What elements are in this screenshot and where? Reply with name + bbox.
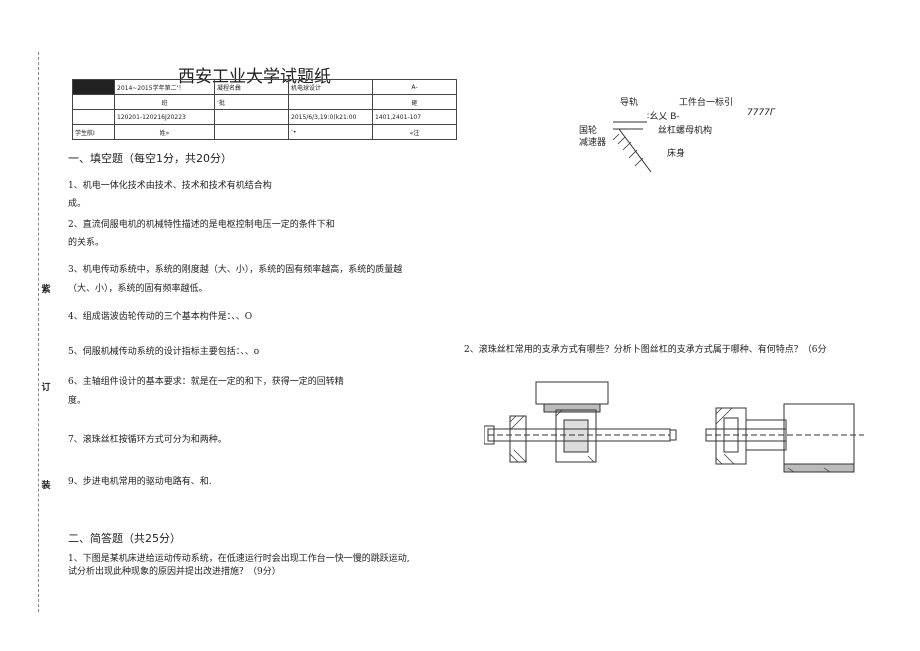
question-2-line1: 2、直流伺服电机的机械特性描述的是电枢控制电压一定的条件下和 [68, 220, 335, 230]
binding-mark-bind: 装 [41, 481, 51, 491]
header-cell [72, 94, 115, 110]
header-paper: A- [372, 79, 457, 95]
header-classes: 120201-120216J20223 [114, 109, 215, 125]
feed-system-lines [612, 121, 652, 173]
header-cell [288, 94, 373, 110]
ball-screw-drawings [484, 381, 864, 473]
header-dot: ʼ• [288, 124, 373, 140]
bed-slope-line [618, 128, 652, 173]
label-reducer: 减速器 [579, 138, 607, 148]
header-name-label: 姓» [114, 124, 215, 140]
header-student-no: 学生航Ⅰ [72, 124, 115, 140]
header-cell [72, 109, 115, 125]
feed-system-diagram: 导轨 工件台一标引 7777Γ ∶幺乂 B- 国轮 减速器 丝杠螺母机构 床身 [575, 92, 795, 180]
header-cell [214, 109, 289, 125]
question-3-line2: （大、小），系统的固有频率越低。 [68, 284, 208, 294]
question-7: 7、滚珠丝杠按循环方式可分为和两种。 [68, 435, 227, 445]
label-guide: 导轨 [620, 98, 639, 108]
section1-heading: 一、填空题（每空1分，共20分） [68, 152, 232, 165]
question-1-line2: 成。 [68, 199, 87, 209]
question-9: 9、步进电机常用的驱动电路有、和. [68, 477, 212, 487]
binding-mark-order: 订 [41, 383, 51, 393]
short-question-2: 2、滚珠丝杠常用的支承方式有哪些？分析卜图丝杠的支承方式属于哪种、有何特点？（6… [464, 345, 827, 355]
header-class-label: 班 [114, 94, 215, 110]
question-4: 4、组成谐波齿轮传动的三个基本构件是：、、O [68, 312, 253, 322]
header-term: 2014~2015学年第二ʼ！ [114, 79, 215, 95]
label-table: 工件台一标引 [679, 98, 734, 108]
header-time: 2015/6/3,19:0(k21:00 [288, 109, 373, 125]
header-room-label: 砸 [372, 94, 457, 110]
question-6-line1: 6、主轴组件设计的基本要求：就是在一定的和下，获得一定的回转精 [68, 377, 344, 387]
binding-mark-seal: 紫 [41, 285, 51, 295]
left-screw-assembly [484, 381, 677, 463]
section2-heading: 二、简答题（共25分） [68, 532, 181, 545]
question-6-line2: 度。 [68, 396, 87, 406]
exam-info-table: 2014~2015学年第二ʼ！ 凝程名彝 机电球设计 A- 班 ʼ批 砸 120… [72, 79, 457, 140]
binding-line [38, 52, 39, 612]
header-note: «注 [372, 124, 457, 140]
header-black-cell [72, 79, 115, 95]
label-screw: 丝杠螺母机构 [658, 126, 713, 136]
question-5: 5、伺服机械传动系统的设计指标主要包括：、、o [68, 347, 260, 357]
header-cell [214, 124, 289, 140]
label-gear: 国轮 [579, 126, 598, 136]
label-mid: ∶幺乂 B- [647, 112, 680, 122]
label-hatch: 7777Γ [747, 108, 775, 118]
header-course: 机电球设计 [288, 79, 373, 95]
right-screw-assembly [705, 403, 864, 473]
header-course-label: 凝程名彝 [214, 79, 289, 95]
label-bed: 床身 [667, 149, 686, 159]
header-rooms: 1401,2401-107 [372, 109, 457, 125]
short-question-1-line1: 1、下图是某机床进给运动传动系统，在低速运行时会出现工作台一快一慢的跳跃运动, [68, 554, 410, 564]
header-batch-label: ʼ批 [214, 94, 289, 110]
question-3-line1: 3、机电传动系统中，系统的刚度越（大、小），系统的固有频率越高，系统的质量越 [68, 265, 403, 275]
question-1-line1: 1、机电一体化技术由技术、技术和技术有机结合构 [68, 181, 272, 191]
question-2-line2: 的关系。 [68, 238, 105, 248]
short-question-1-line2: 试分析出现此种现象的原因并提出改进措施？（9分） [68, 567, 281, 577]
